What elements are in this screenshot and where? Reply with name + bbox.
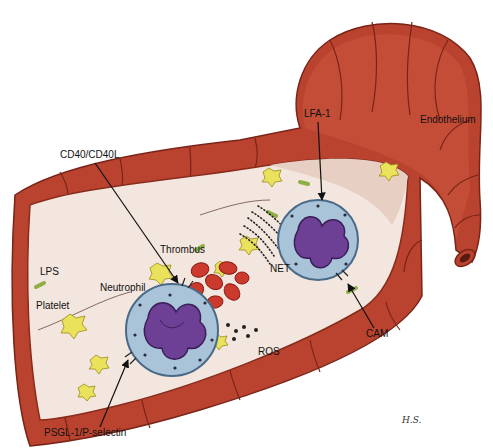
cell-label: Neutrophil	[100, 282, 146, 294]
platelets	[61, 162, 399, 401]
vessel-wall	[12, 24, 481, 446]
structure-label: NET	[270, 263, 290, 275]
protein-label: PSGL-1/P-selectin	[44, 427, 126, 439]
vessel-lumen	[28, 159, 408, 420]
cell-label: Platelet	[36, 300, 69, 312]
protein-label: CAM	[366, 328, 388, 340]
tissue-label: Endothelium	[420, 114, 476, 126]
protein-label: LFA-1	[304, 108, 331, 120]
vessel-opening	[452, 246, 478, 270]
leader-arrows	[95, 122, 374, 427]
molecule-label: LPS	[40, 266, 59, 278]
protein-label: CD40/CD40L	[60, 149, 119, 161]
structure-label: Thrombus	[160, 244, 205, 256]
molecule-label: ROS	[258, 346, 280, 358]
signature: H.S.	[402, 414, 421, 426]
vessel-opening-lumen	[458, 252, 472, 265]
ros-dots	[226, 323, 258, 341]
neutrophil-cell	[278, 200, 358, 280]
